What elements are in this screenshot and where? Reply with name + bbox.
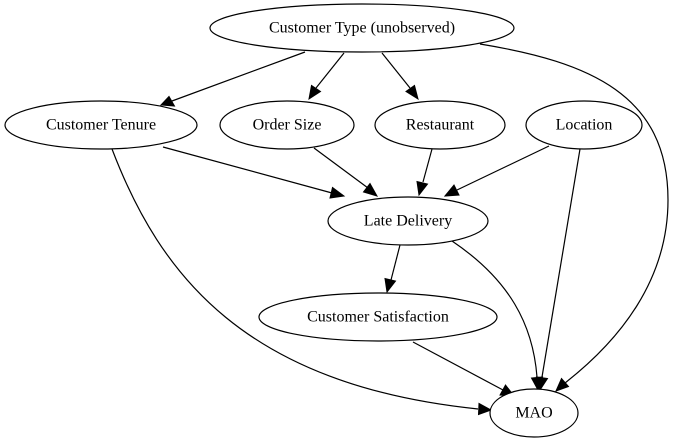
edge-line [541,148,581,378]
node-label-order-size: Order Size [253,117,322,134]
edge-line [381,52,411,89]
node-customer-tenure: Customer Tenure [4,100,198,150]
arrowhead [477,402,493,416]
node-label-customer-satisfaction: Customer Satisfaction [307,309,449,326]
edge-location-to-mao [535,148,581,392]
node-ellipse [525,100,643,150]
edge-line [111,148,479,410]
edge-line [162,146,333,194]
edge-line [315,52,345,89]
edge-line [171,51,306,102]
edge-customer-type-to-restaurant [381,52,419,101]
node-order-size: Order Size [219,100,355,150]
arrowhead [405,84,419,101]
node-restaurant: Restaurant [374,100,506,150]
node-customer-satisfaction: Customer Satisfaction [258,292,498,342]
node-location: Location [525,100,643,150]
edge-customer-type-to-order-size [308,52,345,101]
node-label-late-delivery: Late Delivery [364,213,452,230]
edge-late-delivery-to-customer-satisfaction [384,244,401,294]
arrowhead [555,377,570,392]
arrowhead [384,277,397,294]
node-ellipse [489,388,579,438]
edge-line [422,148,433,183]
node-ellipse [374,100,506,150]
node-label-restaurant: Restaurant [406,117,475,134]
edge-restaurant-to-late-delivery [416,148,433,197]
node-label-mao: MAO [515,405,552,422]
edge-line [456,145,550,191]
node-ellipse [219,100,355,150]
edge-customer-satisfaction-to-mao [412,341,516,397]
node-late-delivery: Late Delivery [327,196,489,246]
nodes-layer: Customer Type (unobserved) Customer Tenu… [4,3,643,438]
edge-customer-tenure-to-late-delivery [162,146,346,199]
arrowhead [443,184,460,197]
edge-customer-type-to-customer-tenure [159,51,306,107]
arrowhead [159,95,176,107]
edge-customer-tenure-to-mao [111,148,493,416]
node-ellipse [4,100,198,150]
node-customer-type: Customer Type (unobserved) [209,3,515,53]
edge-order-size-to-late-delivery [313,147,379,197]
arrowhead [416,180,429,197]
edge-line [451,240,538,378]
edge-line [479,43,669,384]
edge-customer-type-to-mao [479,43,669,392]
arrowhead [329,186,346,199]
node-ellipse [209,3,515,53]
edge-late-delivery-to-mao [451,240,544,392]
node-label-customer-type: Customer Type (unobserved) [269,20,455,37]
node-mao: MAO [489,388,579,438]
node-ellipse [258,292,498,342]
edge-location-to-late-delivery [443,145,550,197]
node-label-location: Location [556,117,613,134]
arrowhead [530,376,544,392]
edge-line [390,244,401,281]
arrowhead [362,182,379,197]
node-ellipse [327,196,489,246]
node-label-customer-tenure: Customer Tenure [46,117,156,134]
arrowhead [308,84,322,101]
edge-line [313,147,369,189]
edge-line [412,341,504,391]
